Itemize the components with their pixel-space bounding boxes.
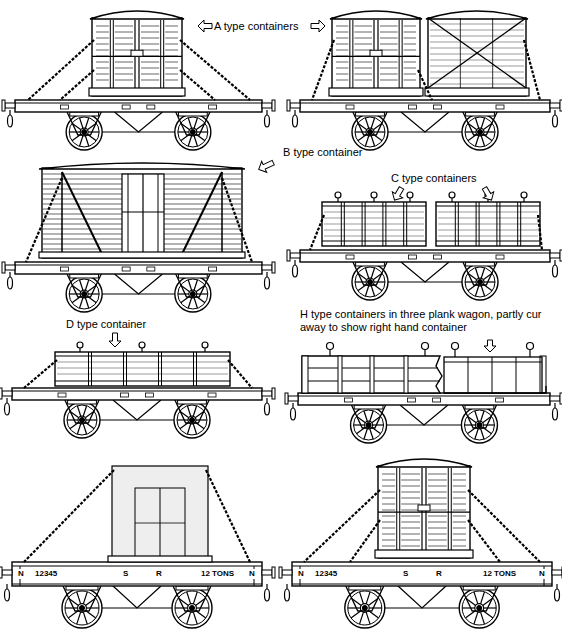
wagon-underframe [285, 393, 562, 443]
wagon-marking: N [538, 569, 546, 579]
container-grey [108, 466, 212, 562]
low-container [55, 342, 230, 386]
wagon-marking: R [155, 569, 163, 579]
wagon-underframe [287, 100, 562, 150]
wagon-marking: N [297, 569, 305, 579]
container-a [329, 11, 423, 96]
wagon-marking: 12 TONS [200, 569, 235, 579]
wagon-underframe [2, 100, 275, 150]
low-container [436, 192, 540, 246]
wagon-marking: S [402, 569, 409, 579]
wagon-underframe [0, 388, 275, 438]
container-b [39, 163, 245, 258]
caption-label: C type containers [391, 172, 477, 185]
container-a [375, 459, 473, 558]
wagon-marking: 12345 [34, 569, 58, 579]
wagon-underframe [287, 250, 562, 300]
caption-label: B type container [283, 146, 363, 159]
caption-label: D type container [66, 318, 146, 331]
caption-label: H type containers in three plank wagon, … [300, 308, 552, 334]
wagon-marking: N [17, 569, 25, 579]
wagon-underframe [0, 562, 275, 628]
wagon-marking: S [122, 569, 129, 579]
wagon-marking: 12 TONS [482, 569, 517, 579]
wagon-marking: N [248, 569, 256, 579]
wagon-underframe [2, 262, 275, 312]
wagon-marking: 12345 [314, 569, 338, 579]
plank-wagon-body [302, 343, 546, 394]
container-a [89, 11, 185, 96]
caption-label: A type containers [214, 20, 298, 33]
wagon-underframe [279, 562, 562, 628]
wagon-marking: R [435, 569, 443, 579]
low-container [322, 192, 426, 246]
container-a [425, 11, 529, 96]
